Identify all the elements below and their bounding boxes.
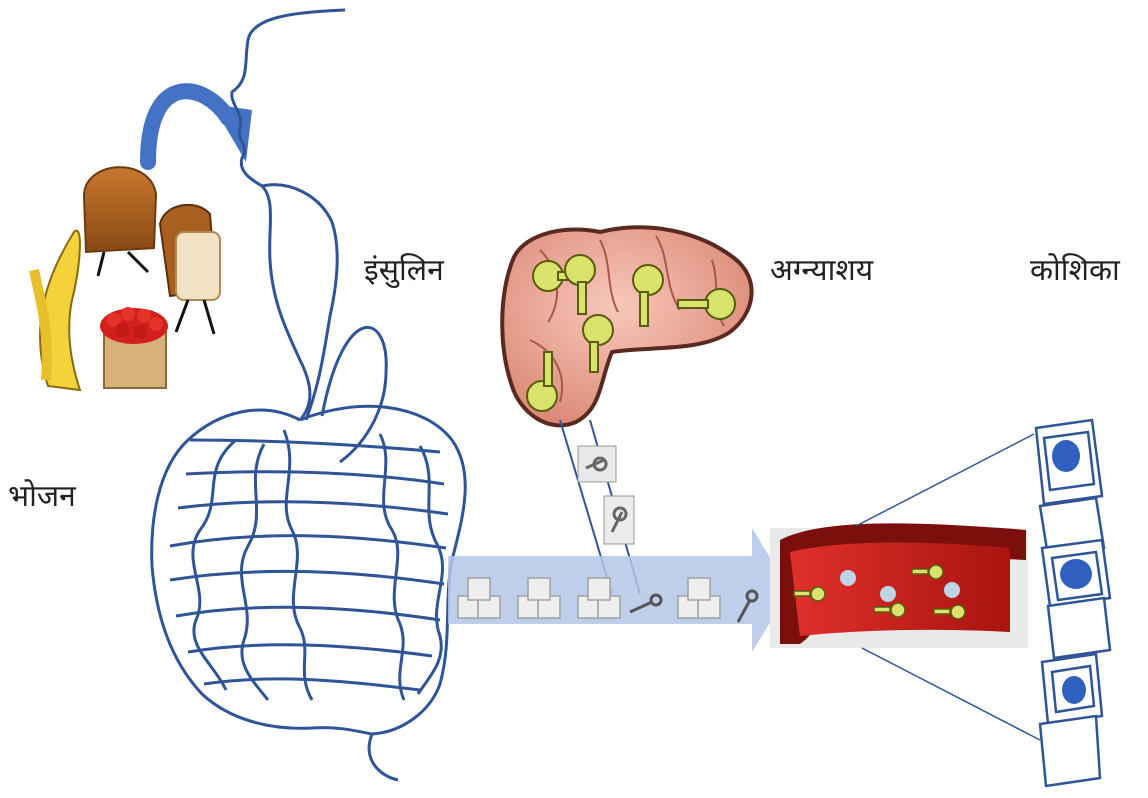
pancreas-icon — [502, 227, 751, 425]
falling-key-icons — [578, 446, 634, 544]
cell-group — [1036, 420, 1110, 786]
label-food: भोजन — [8, 482, 76, 512]
cell-icon — [1042, 540, 1110, 606]
sliced-bread-icon — [160, 205, 220, 334]
strawberry-basket-icon — [100, 307, 168, 388]
digestive-tract — [152, 10, 466, 780]
cell-icon — [1040, 716, 1100, 786]
flow-arrow — [448, 528, 790, 652]
bread-icon — [84, 167, 156, 276]
curved-arrow-icon — [148, 91, 252, 162]
cell-icon — [1036, 420, 1102, 504]
label-insulin: इंसुलिन — [364, 256, 444, 286]
food-group — [34, 167, 220, 390]
cell-icon — [1042, 654, 1102, 724]
label-pancreas: अग्न्याशय — [770, 256, 873, 286]
cell-icon — [1048, 598, 1110, 658]
label-cell: कोशिका — [1030, 256, 1120, 286]
blood-vessel-icon — [770, 523, 1028, 648]
banana-icon — [34, 231, 80, 390]
